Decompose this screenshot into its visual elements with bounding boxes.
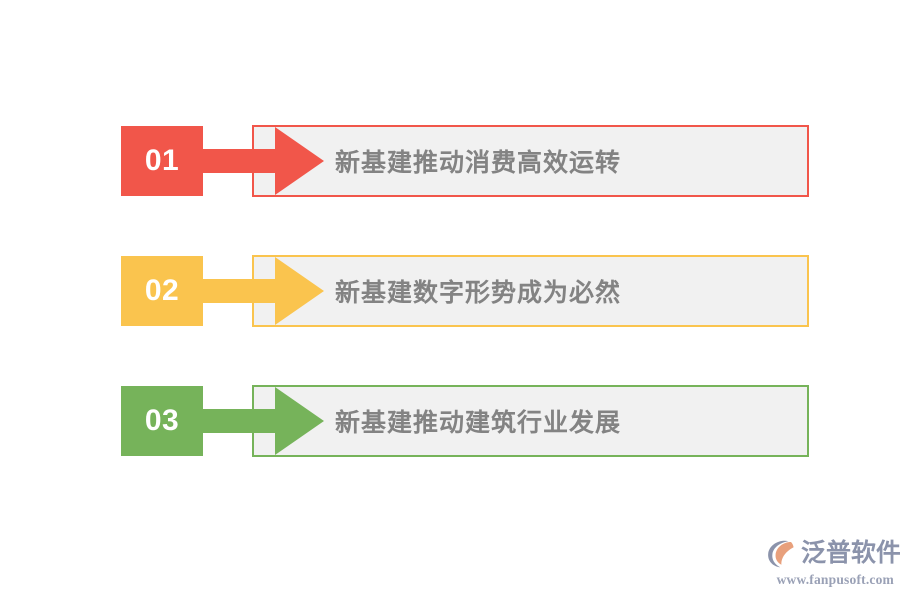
step-title: 新基建推动消费高效运转: [335, 149, 622, 177]
step-number-label: 01: [144, 144, 180, 177]
arrow-icon: [181, 126, 326, 196]
arrow-icon: [181, 386, 326, 456]
step-panel: [252, 385, 809, 457]
step-number-badge: 01: [121, 126, 203, 196]
step-panel: [252, 255, 809, 327]
step-panel: [252, 125, 809, 197]
step-number-badge: 02: [121, 256, 203, 326]
step-title: 新基建数字形势成为必然: [335, 279, 622, 307]
step-title: 新基建推动建筑行业发展: [335, 409, 622, 437]
step-row: 01 新基建推动消费高效运转: [121, 125, 809, 197]
fanpu-logo-icon: [766, 538, 798, 568]
brand-name: 泛普软件: [801, 538, 900, 567]
step-number-label: 02: [144, 274, 180, 307]
step-row: 03 新基建推动建筑行业发展: [121, 385, 809, 457]
brand-row: 泛普软件: [766, 536, 900, 570]
step-number-badge: 03: [121, 386, 203, 456]
arrow-icon: [181, 256, 326, 326]
step-number-label: 03: [144, 404, 180, 437]
brand-url: www.fanpusoft.com: [776, 572, 894, 587]
step-row: 02 新基建数字形势成为必然: [121, 255, 809, 327]
brand-watermark: 泛普软件 www.fanpusoft.com: [766, 536, 900, 592]
